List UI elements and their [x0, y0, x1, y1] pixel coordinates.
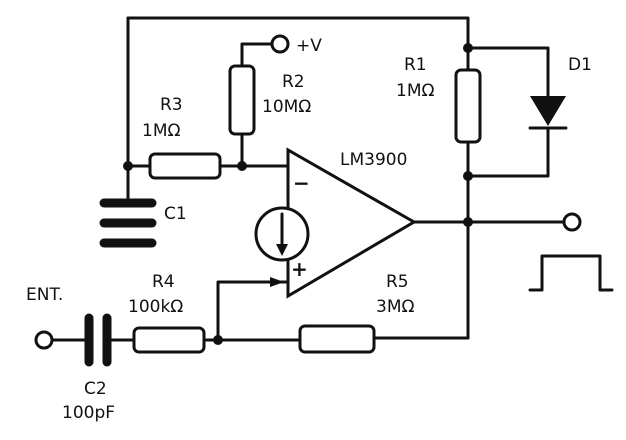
junction-dot: [463, 43, 473, 53]
input-label: ENT.: [26, 285, 63, 305]
r1-name: R1: [404, 55, 427, 75]
r5-name: R5: [386, 272, 409, 292]
capacitor-c1: [99, 164, 157, 248]
junction-dot: [213, 335, 223, 345]
junction-dot: [463, 171, 473, 181]
r2-name: R2: [282, 72, 305, 92]
d1-name: D1: [568, 55, 592, 75]
current-source: [254, 206, 310, 262]
resistor-r1: [454, 68, 482, 144]
opamp-minus: −: [293, 171, 310, 195]
wires: [50, 16, 566, 342]
supply-terminal: [270, 34, 290, 54]
square-wave-icon: [528, 254, 614, 292]
opamp-plus: +: [291, 257, 308, 281]
opamp-label: LM3900: [340, 150, 407, 170]
resistor-r5: [298, 324, 376, 354]
junction-dot: [463, 217, 473, 227]
resistor-r4: [132, 326, 206, 354]
c2-name: C2: [84, 379, 107, 399]
c2-value: 100pF: [62, 403, 115, 423]
diode-d1: [528, 96, 568, 130]
r3-name: R3: [160, 95, 183, 115]
supply-label: +V: [296, 36, 322, 56]
r5-value: 3MΩ: [376, 297, 414, 317]
junction-dot: [237, 161, 247, 171]
r2-value: 10MΩ: [262, 97, 311, 117]
capacitor-c2: [84, 313, 112, 367]
resistor-r2: [228, 64, 256, 136]
r3-value: 1MΩ: [142, 121, 180, 141]
r4-name: R4: [152, 272, 175, 292]
output-terminal: [562, 212, 582, 232]
c1-name: C1: [164, 204, 187, 224]
input-terminal: [34, 330, 54, 350]
r4-value: 100kΩ: [128, 297, 183, 317]
r1-value: 1MΩ: [396, 81, 434, 101]
input-arrow: [270, 277, 284, 287]
resistor-r3: [148, 152, 222, 180]
